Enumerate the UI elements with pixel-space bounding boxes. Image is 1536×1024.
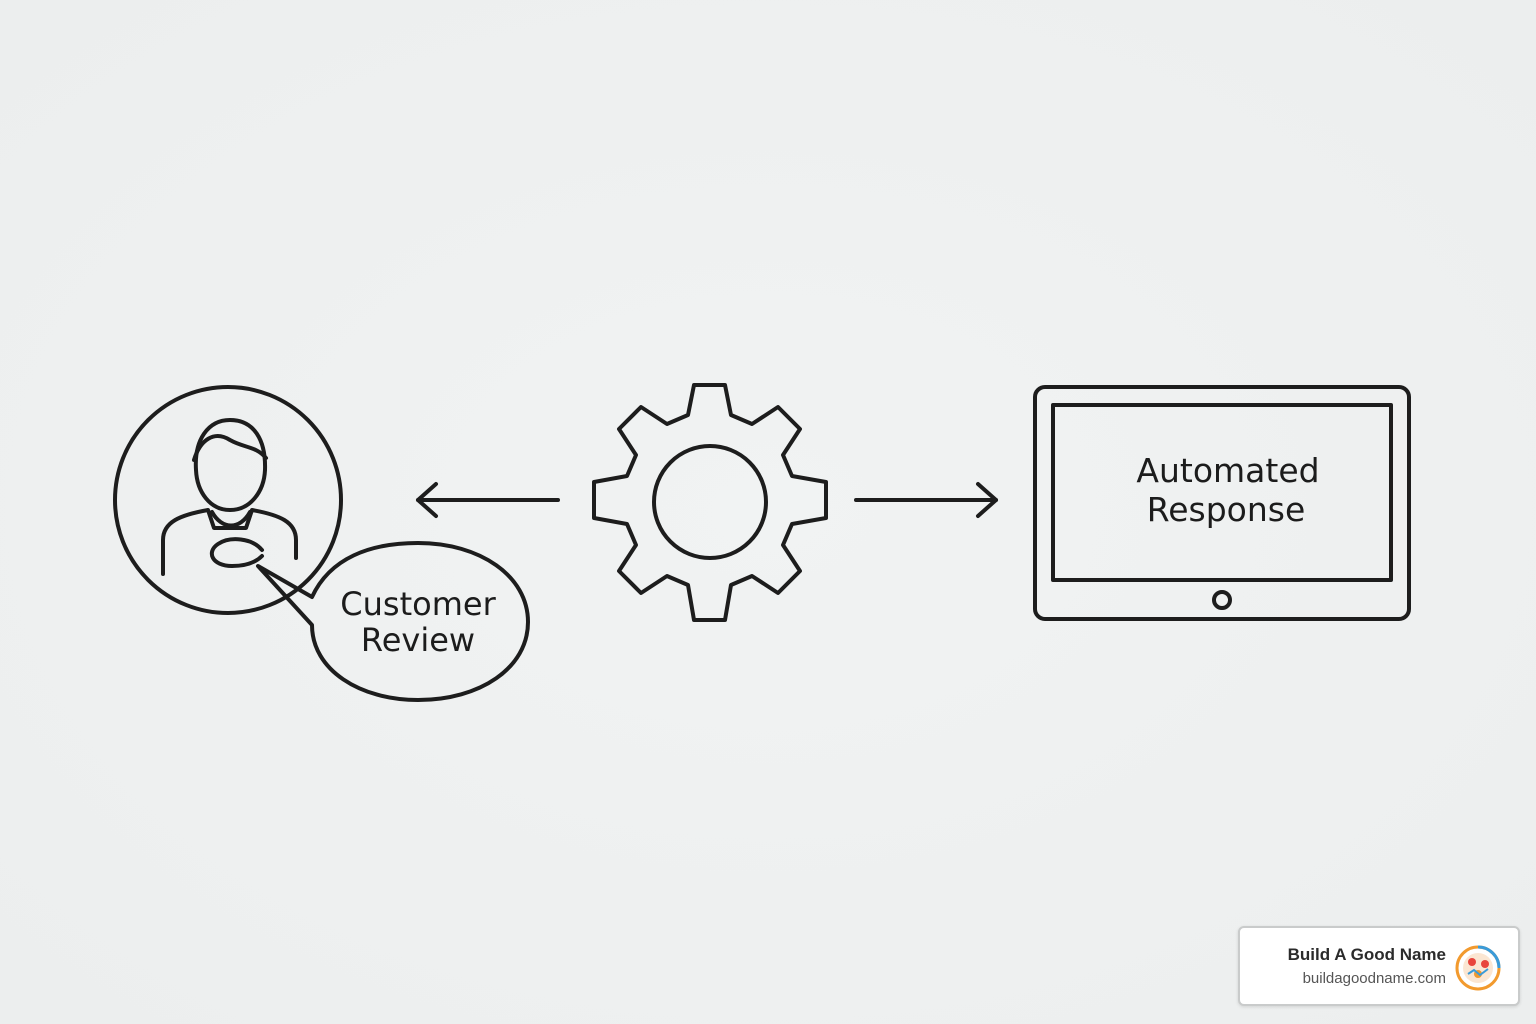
person-body <box>161 508 298 576</box>
logo-dot-red <box>1468 958 1476 966</box>
tablet-frame <box>1033 385 1411 621</box>
logo-ring-accent <box>1477 945 1501 969</box>
response-label-line2: Response <box>1147 490 1306 529</box>
customer-label-line1: Customer <box>340 585 496 623</box>
brand-badge[interactable]: Build A Good Name buildagoodname.com <box>1238 926 1520 1006</box>
brand-badge-text: Build A Good Name buildagoodname.com <box>1288 944 1446 990</box>
tablet-screen <box>1051 403 1393 582</box>
person-collar <box>210 510 252 528</box>
gear-outline <box>592 383 828 622</box>
bubble-hand <box>209 537 264 568</box>
brand-logo-icon <box>1455 945 1501 991</box>
brand-name: Build A Good Name <box>1287 945 1446 964</box>
brand-url[interactable]: buildagoodname.com <box>1302 970 1446 987</box>
arrow-right-head <box>976 482 998 518</box>
gear-hub <box>652 444 768 560</box>
person-icon <box>113 385 343 615</box>
gear-icon <box>592 383 828 622</box>
response-label-line1: Automated <box>1136 451 1319 490</box>
person-head <box>193 418 268 512</box>
arrow-left-head <box>416 482 438 518</box>
person-hair <box>192 434 268 462</box>
logo-dot-red-2 <box>1481 960 1489 968</box>
arrow-right-icon <box>854 482 998 518</box>
tablet-icon: Automated Response <box>1033 385 1411 621</box>
bubble-outline <box>256 541 530 702</box>
tablet-home-button <box>1212 590 1232 610</box>
logo-line <box>1467 968 1489 977</box>
logo-inner <box>1463 953 1493 983</box>
arrow-left-icon <box>416 482 560 518</box>
person-avatar-circle <box>113 385 343 615</box>
customer-label-line2: Review <box>361 621 475 659</box>
speech-bubble-icon: Customer Review <box>209 537 530 702</box>
